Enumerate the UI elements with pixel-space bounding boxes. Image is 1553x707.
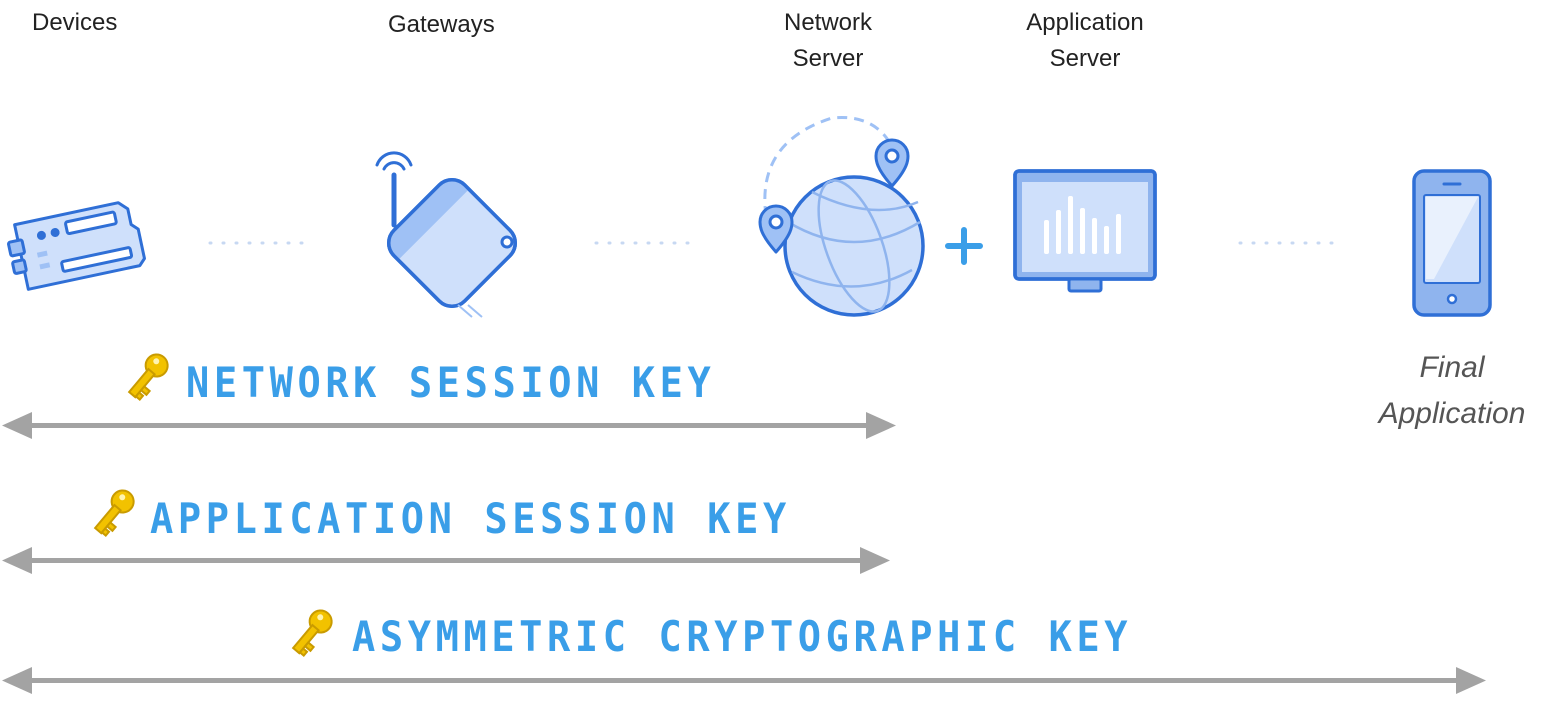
monitor-icon xyxy=(1013,169,1157,293)
final-application-label-line2: Application xyxy=(1378,397,1526,430)
connector-lines xyxy=(208,241,1344,245)
network-server-label-line2: Server xyxy=(792,45,864,72)
key-icon xyxy=(291,609,333,658)
application-server-label: Application Server xyxy=(1008,5,1162,77)
application-session-key-arrow xyxy=(2,547,890,574)
key-icon xyxy=(127,353,169,402)
key-icon xyxy=(93,489,135,538)
smartphone-icon xyxy=(1412,169,1492,317)
final-application-label-line1: Final xyxy=(1419,351,1485,384)
network-session-key-label: NETWORK SESSION KEY xyxy=(186,358,716,407)
arduino-board-icon xyxy=(7,201,146,291)
gateway-icon xyxy=(375,151,518,318)
globe-icon xyxy=(758,115,925,317)
final-application-label: Final Application xyxy=(1360,345,1544,437)
network-session-key-arrow xyxy=(2,412,896,439)
network-server-label: Network Server xyxy=(770,5,886,77)
application-server-label-line1: Application xyxy=(1026,9,1144,36)
asymmetric-cryptographic-key-arrow xyxy=(2,667,1486,694)
network-server-label-line1: Network xyxy=(783,9,873,36)
asymmetric-cryptographic-key-label: ASYMMETRIC CRYPTOGRAPHIC KEY xyxy=(352,612,1133,661)
application-server-label-line2: Server xyxy=(1049,45,1121,72)
plus-icon xyxy=(945,227,983,265)
gateways-label: Gateways xyxy=(388,11,495,38)
devices-label: Devices xyxy=(32,9,118,36)
application-session-key-label: APPLICATION SESSION KEY xyxy=(150,494,791,543)
